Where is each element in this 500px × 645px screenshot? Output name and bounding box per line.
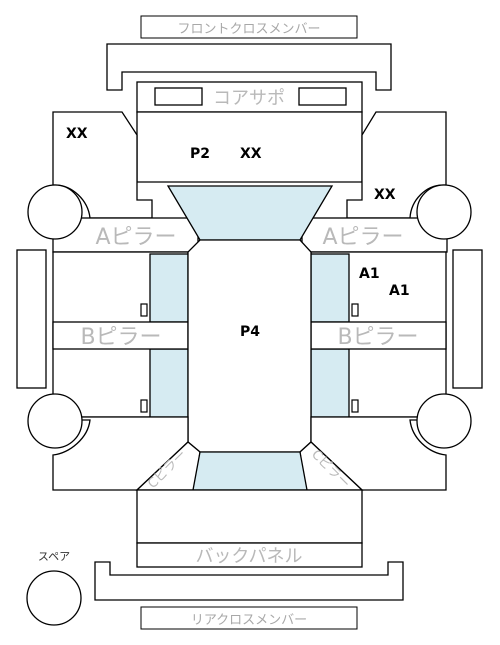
front-bumper xyxy=(106,43,392,91)
mark-right-front-1: A1 xyxy=(359,266,380,282)
b-pillar-left-label: Bピラー xyxy=(80,325,161,350)
front-cross-member-box xyxy=(140,15,358,39)
right-rear-quarter xyxy=(310,416,447,491)
mark-front-center-code: P2 xyxy=(190,146,210,162)
mark-roof: P4 xyxy=(240,324,260,340)
mark-front-center: XX xyxy=(240,146,262,162)
rear-right-wheel xyxy=(416,393,472,449)
right-front-window-glass xyxy=(310,253,350,323)
right-rear-door-handle xyxy=(351,399,359,413)
rear-left-wheel xyxy=(27,393,83,449)
rear-window-glass xyxy=(192,451,308,491)
spare-tire xyxy=(26,570,82,626)
rear-bumper xyxy=(94,561,404,601)
a-pillar-left-label: Aピラー xyxy=(95,225,176,250)
back-panel-label: バックパネル xyxy=(195,546,302,567)
mark-front-left: XX xyxy=(66,126,88,142)
rear-cross-member-label: リアクロスメンバー xyxy=(191,613,307,628)
left-front-window-glass xyxy=(149,253,189,323)
right-rear-window-glass xyxy=(310,348,350,418)
back-panel-box xyxy=(136,542,363,568)
mark-front-right: XX xyxy=(374,187,396,203)
core-support-right-slot xyxy=(298,87,347,106)
left-side-sill xyxy=(16,249,47,389)
core-support-label: コアサポ xyxy=(213,88,285,109)
left-front-door-handle xyxy=(140,303,148,317)
roof-panel xyxy=(187,239,312,453)
right-front-door-handle xyxy=(351,303,359,317)
core-support-left-slot xyxy=(154,87,203,106)
left-rear-door-handle xyxy=(140,399,148,413)
a-pillar-right-label: Aピラー xyxy=(322,225,403,250)
b-pillar-right-label: Bピラー xyxy=(337,325,418,350)
left-rear-window-glass xyxy=(149,348,189,418)
rear-cross-member-box xyxy=(140,606,358,630)
mark-right-front-2: A1 xyxy=(389,283,410,299)
front-right-wheel xyxy=(416,184,472,240)
spare-label: スペア xyxy=(38,550,70,563)
front-left-wheel xyxy=(27,184,83,240)
right-side-sill xyxy=(452,249,483,389)
front-cross-member-label: フロントクロスメンバー xyxy=(177,22,320,37)
trunk-area xyxy=(136,489,363,544)
